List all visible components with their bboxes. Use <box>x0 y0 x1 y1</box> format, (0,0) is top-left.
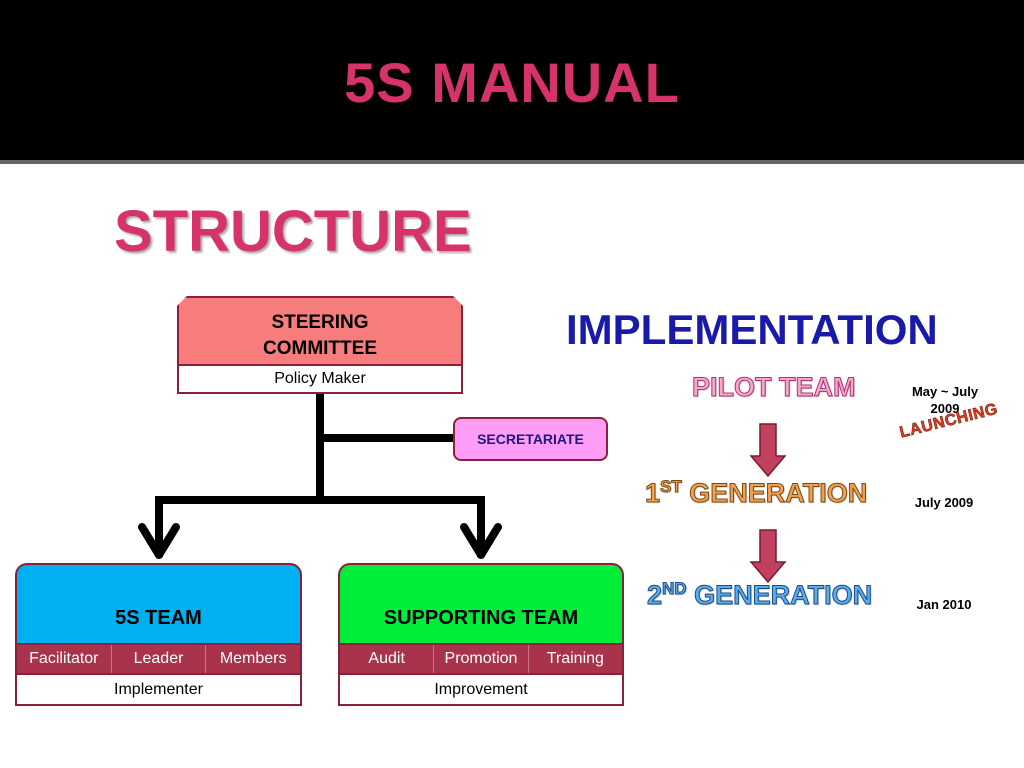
steering-role: Policy Maker <box>177 364 463 394</box>
stage-1st-rest: GENERATION <box>681 478 868 509</box>
stage-pilot-date: May ~ July 2009 <box>911 384 979 416</box>
stage-1st-num: 1 <box>644 478 661 509</box>
implementation-heading: IMPLEMENTATION <box>566 306 938 353</box>
team-support-roles: Audit Promotion Training <box>338 643 624 675</box>
stage-2nd-date: Jan 2010 <box>916 597 972 612</box>
role-promotion: Promotion <box>434 645 529 673</box>
slide-title: 5S MANUAL <box>344 51 680 114</box>
down-arrow-2 <box>749 529 787 584</box>
role-leader: Leader <box>112 645 207 673</box>
team-branch <box>155 496 485 557</box>
arrowhead-support <box>460 523 502 559</box>
team-support-box: SUPPORTING TEAM <box>338 563 624 643</box>
steering-title-2: COMMITTEE <box>263 338 377 359</box>
header-bar <box>0 0 1024 160</box>
secretariate-box: SECRETARIATE <box>453 417 608 461</box>
structure-heading: STRUCTURE <box>114 199 472 264</box>
team-support-role: Improvement <box>338 675 624 706</box>
stage-2nd-sup: ND <box>662 579 688 598</box>
steering-committee-box: STEERING COMMITTEE <box>177 296 463 364</box>
role-training: Training <box>546 650 604 667</box>
role-members: Members <box>219 650 287 667</box>
arrowhead-5s <box>138 523 180 559</box>
header-divider <box>0 160 1024 164</box>
stage-pilot-team: PILOT TEAM <box>692 372 856 403</box>
stage-1st-generation: 1ST GENERATION <box>644 477 868 509</box>
stage-1st-date: July 2009 <box>914 495 974 510</box>
down-arrow-1 <box>749 423 787 478</box>
stage-2nd-generation: 2ND GENERATION <box>646 579 873 611</box>
steering-title-1: STEERING <box>271 312 369 333</box>
role-audit: Audit <box>340 645 435 673</box>
team-5s-role: Implementer <box>15 675 302 706</box>
stage-1st-sup: ST <box>660 477 683 496</box>
team-5s-roles: Facilitator Leader Members <box>15 643 302 675</box>
stage-2nd-rest: GENERATION <box>686 580 873 611</box>
team-5s-box: 5S TEAM <box>15 563 302 643</box>
role-facilitator: Facilitator <box>17 645 112 673</box>
stage-2nd-num: 2 <box>646 580 663 611</box>
